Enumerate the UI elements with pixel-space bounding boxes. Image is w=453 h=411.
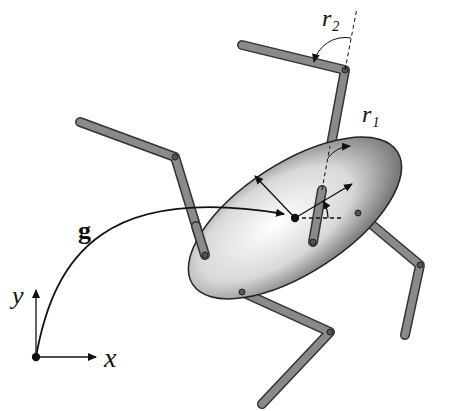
leg-stubs [196, 190, 322, 255]
symbol-label: r₁ [362, 102, 380, 126]
symbol-label: r₂ [322, 6, 340, 30]
world-frame [33, 207, 285, 360]
joint-dots [172, 67, 423, 335]
joint-angle-marks [314, 8, 357, 190]
body-frame [255, 176, 352, 222]
robot-body [163, 105, 428, 330]
symbol-label: y [12, 283, 24, 309]
symbol-label: g [78, 218, 91, 244]
symbol-label: x [104, 344, 116, 372]
